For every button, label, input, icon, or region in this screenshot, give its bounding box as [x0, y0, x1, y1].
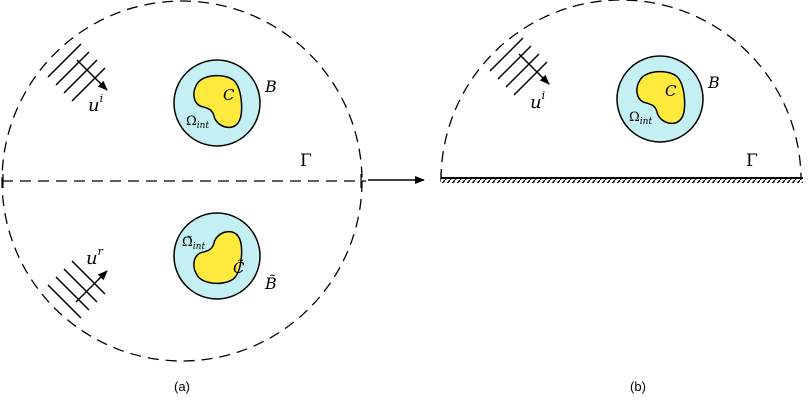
hatched-ground-plane: [441, 177, 803, 183]
obstacle-C-tilde: [193, 230, 243, 285]
reflected-arrow: [75, 270, 108, 303]
panel-a: ui C B Ωint Γ ur Ω̃int C̃ B̃ (a): [1, 0, 366, 394]
obstacle-C: [193, 74, 243, 129]
label-B-tilde: B̃: [264, 274, 277, 293]
label-B: B: [264, 77, 277, 96]
reflected-wave-fronts: [47, 260, 106, 319]
reflected-wave-label: ur: [86, 245, 104, 269]
incident-arrow: [76, 59, 108, 91]
half-dashed-circle: [440, 0, 802, 181]
label-gamma-a: Γ: [300, 151, 312, 171]
label-omega-int-tilde: Ω̃int: [182, 235, 205, 252]
label-C-tilde: C̃: [233, 259, 245, 277]
label-omega-int: Ωint: [186, 114, 209, 131]
panel-b: ui C B Ωint Γ (b): [440, 0, 803, 394]
incident-arrow-b: [518, 53, 550, 85]
label-omega-int-b: Ωint: [629, 110, 652, 127]
incident-wave-label-b: ui: [530, 89, 545, 113]
obstacle-C-b: [636, 70, 686, 125]
label-B-b: B: [707, 73, 720, 92]
incident-wave-fronts-b: [489, 37, 548, 96]
label-C: C: [223, 86, 235, 104]
incident-wave-label: ui: [88, 92, 103, 116]
label-gamma-b: Γ: [746, 151, 758, 171]
label-C-b: C: [665, 82, 677, 100]
panel-b-caption: (b): [630, 379, 646, 394]
panel-a-caption: (a): [174, 379, 190, 394]
incident-wave-fronts: [47, 43, 106, 102]
